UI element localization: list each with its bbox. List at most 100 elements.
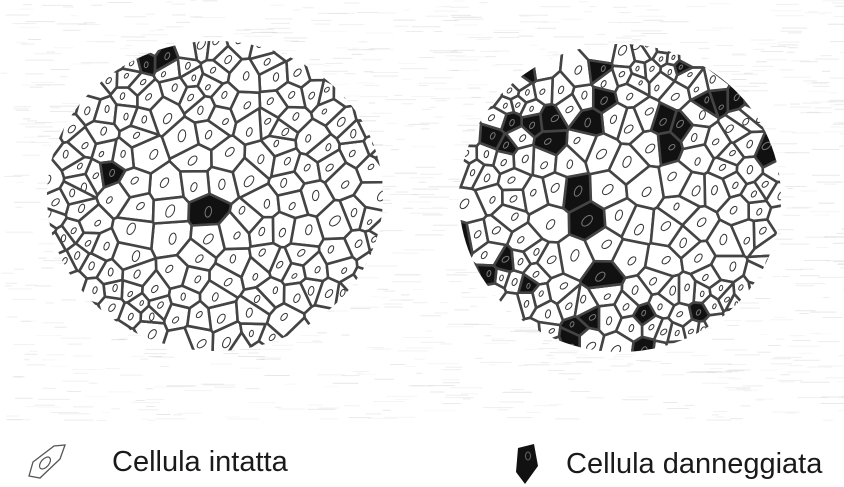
intact-cell bbox=[45, 39, 81, 114]
intact-cell bbox=[369, 245, 385, 286]
intact-cell bbox=[94, 39, 126, 71]
cell-nucleus bbox=[772, 51, 784, 68]
cell-nucleus bbox=[456, 236, 463, 251]
intact-cell bbox=[493, 151, 514, 174]
intact-cell bbox=[456, 92, 481, 147]
intact-cell bbox=[704, 314, 739, 353]
intact-cell bbox=[45, 39, 118, 72]
intact-cell bbox=[58, 53, 111, 100]
cell-nucleus bbox=[543, 43, 557, 60]
cell-nucleus bbox=[770, 299, 784, 316]
cell-nucleus bbox=[763, 316, 775, 332]
intact-cell bbox=[688, 337, 757, 354]
cell-nucleus bbox=[541, 351, 552, 354]
intact-cell bbox=[354, 267, 386, 324]
cell-nucleus bbox=[127, 346, 140, 353]
intact-cell bbox=[679, 272, 695, 306]
intact-tissue-circle bbox=[45, 39, 385, 353]
cell-nucleus bbox=[655, 352, 666, 354]
cell-nucleus bbox=[509, 334, 526, 349]
cell-nucleus bbox=[468, 64, 484, 80]
cell-nucleus bbox=[123, 39, 132, 46]
damaged-cell-icon bbox=[514, 442, 540, 486]
cell-nucleus bbox=[45, 138, 51, 148]
intact-cell bbox=[334, 300, 386, 353]
cell-nucleus bbox=[507, 50, 523, 66]
cell-nucleus bbox=[77, 43, 91, 58]
cell-nucleus bbox=[665, 42, 673, 43]
cell-nucleus bbox=[45, 281, 46, 297]
cell-nucleus bbox=[45, 68, 58, 85]
damaged-cell bbox=[743, 293, 785, 354]
intact-cell bbox=[45, 271, 87, 322]
cell-nucleus bbox=[483, 296, 494, 310]
legend-intact: Cellula intatta bbox=[26, 442, 288, 482]
intact-cell bbox=[304, 305, 363, 353]
cell-nucleus bbox=[313, 48, 327, 62]
cell-nucleus bbox=[355, 48, 371, 64]
intact-cell bbox=[667, 45, 680, 66]
damaged-cell bbox=[471, 42, 536, 83]
cell-nucleus bbox=[746, 331, 760, 346]
intact-cell bbox=[723, 308, 784, 354]
intact-cell bbox=[45, 93, 58, 136]
cell-nucleus bbox=[106, 40, 118, 53]
cell-nucleus bbox=[755, 114, 765, 124]
cell-nucleus bbox=[376, 284, 385, 295]
cell-nucleus bbox=[363, 320, 374, 336]
cell-nucleus bbox=[45, 248, 47, 254]
cell-nucleus bbox=[354, 288, 361, 295]
cell-nucleus bbox=[367, 92, 383, 108]
cell-nucleus bbox=[68, 281, 75, 290]
legend-damaged-label: Cellula danneggiata bbox=[566, 450, 822, 479]
intact-cell bbox=[291, 215, 324, 247]
intact-cell bbox=[153, 197, 189, 224]
cell-nucleus bbox=[772, 242, 782, 252]
cell-nucleus bbox=[232, 350, 244, 353]
intact-cell bbox=[68, 320, 130, 353]
cell-nucleus bbox=[295, 346, 308, 353]
cell-nucleus bbox=[372, 139, 377, 146]
intact-cell bbox=[353, 56, 385, 121]
cell-nucleus bbox=[732, 46, 748, 62]
damaged-tissue-circle bbox=[456, 42, 784, 354]
intact-cell bbox=[456, 260, 483, 354]
cell-nucleus bbox=[148, 39, 160, 42]
intact-cell bbox=[456, 145, 477, 163]
intact-cell bbox=[456, 318, 541, 354]
damaged-cell bbox=[476, 265, 497, 286]
intact-cell bbox=[456, 283, 506, 354]
cell-nucleus bbox=[286, 39, 296, 49]
intact-cell bbox=[45, 299, 104, 353]
cell-nucleus bbox=[56, 324, 70, 341]
intact-cell bbox=[123, 56, 142, 73]
cell-nucleus bbox=[318, 320, 333, 336]
intact-cell bbox=[666, 341, 694, 354]
cell-nucleus bbox=[54, 120, 63, 129]
cell-nucleus bbox=[709, 347, 721, 354]
cell-nucleus bbox=[714, 324, 721, 332]
cell-nucleus bbox=[674, 348, 684, 354]
cell-nucleus bbox=[97, 336, 108, 351]
cell-nucleus bbox=[177, 39, 185, 43]
legend-damaged: Cellula danneggiata bbox=[514, 442, 822, 486]
intact-cell bbox=[133, 321, 167, 353]
cell-nucleus bbox=[690, 43, 701, 57]
intact-cell bbox=[325, 39, 385, 84]
cell-nucleus bbox=[476, 329, 492, 345]
cell-nucleus bbox=[343, 90, 352, 99]
cell-nucleus bbox=[45, 225, 46, 236]
intact-cell bbox=[370, 122, 385, 158]
cell-nucleus bbox=[768, 94, 783, 109]
intact-cell bbox=[679, 42, 720, 68]
intact-cell bbox=[749, 282, 784, 354]
intact-cell-icon bbox=[26, 442, 70, 482]
cell-nucleus bbox=[456, 121, 468, 137]
intact-cell bbox=[45, 259, 68, 333]
cell-nucleus bbox=[382, 118, 385, 131]
cell-nucleus bbox=[456, 305, 466, 321]
legend-intact-label: Cellula intatta bbox=[112, 448, 288, 477]
intact-cell bbox=[456, 292, 524, 354]
cell-nucleus bbox=[763, 273, 776, 289]
